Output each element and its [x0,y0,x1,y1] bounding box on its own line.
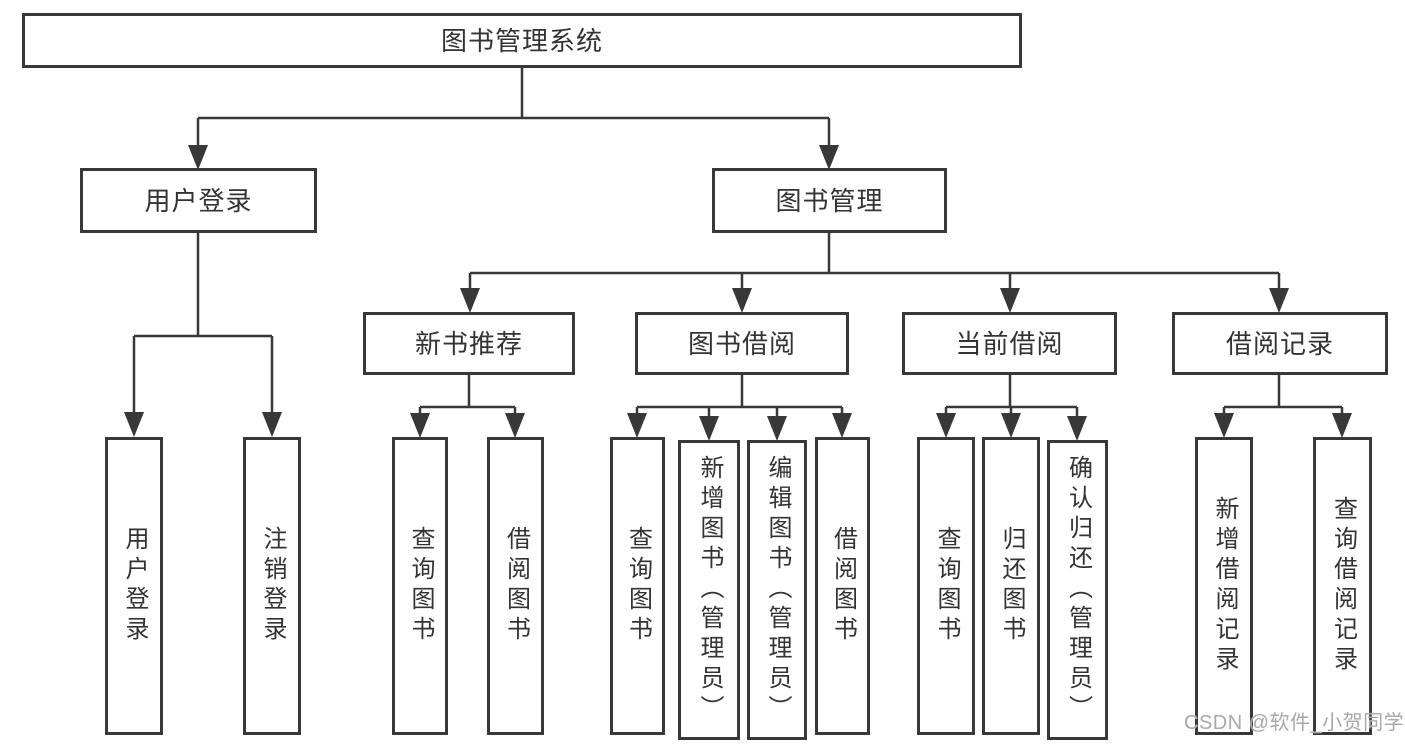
node-query-books-2: 查询图书 [610,437,665,735]
node-label: 图书借阅 [687,328,796,359]
node-label: 查询借阅记录 [1329,496,1357,676]
node-new-book-recommend: 新书推荐 [363,312,575,375]
arrowhead [832,413,852,438]
node-label: 新增图书（管理员） [696,455,723,725]
node-book-management: 图书管理 [712,168,947,233]
arrowhead [124,412,144,437]
node-logout-leaf: 注销登录 [243,437,301,735]
arrowhead [732,288,752,313]
arrowhead [1214,413,1234,438]
node-borrow-records: 借阅记录 [1172,312,1388,375]
arrowhead [767,416,787,441]
node-label: 用户登录 [144,185,253,216]
node-return-books: 归还图书 [982,437,1040,735]
node-label: 用户登录 [121,526,148,646]
csdn-watermark: CSDN @软件_小贺同学 [1184,712,1405,734]
arrowhead [410,413,430,438]
node-label: 借阅记录 [1225,328,1334,359]
connector-path [132,68,1344,437]
node-label: 借阅图书 [502,526,530,646]
arrowhead [262,412,282,437]
arrowhead [699,416,719,441]
arrowhead [936,413,956,438]
arrowhead [460,288,480,313]
node-borrow-books-1: 借阅图书 [487,437,544,735]
node-label: 当前借阅 [955,328,1064,359]
arrowhead [1067,416,1087,441]
node-label: 注销登录 [259,526,286,646]
node-query-books-3: 查询图书 [917,437,975,735]
arrowhead [1001,413,1021,438]
node-label: 图书管理系统 [440,25,603,56]
node-user-login-leaf: 用户登录 [105,437,163,735]
node-user-login-group: 用户登录 [80,168,317,233]
node-label: 编辑图书（管理员） [764,455,791,725]
arrowhead [188,145,208,170]
node-label: 查询图书 [407,526,434,646]
arrowhead [1269,288,1289,313]
node-borrow-books-2: 借阅图书 [815,437,870,735]
node-label: 确认归还（管理员） [1064,455,1092,725]
node-label: 图书管理 [775,185,884,216]
arrowhead [505,413,525,438]
node-label: 新书推荐 [414,328,523,359]
arrowhead [1000,288,1020,313]
node-confirm-return-admin: 确认归还（管理员） [1047,440,1108,740]
node-query-borrow-record: 查询借阅记录 [1313,437,1372,735]
node-current-borrow: 当前借阅 [902,312,1117,375]
node-library-system: 图书管理系统 [22,13,1022,68]
node-label: 查询图书 [624,526,652,646]
node-edit-books-admin: 编辑图书（管理员） [747,440,807,740]
arrowhead [1332,413,1352,438]
arrowhead [627,413,647,438]
node-label: 新增借阅记录 [1211,496,1238,676]
node-label: 查询图书 [933,526,960,646]
node-add-books-admin: 新增图书（管理员） [678,440,740,740]
arrowhead [819,145,839,170]
node-query-books-1: 查询图书 [392,437,448,735]
node-add-borrow-record: 新增借阅记录 [1195,437,1253,735]
node-label: 借阅图书 [829,526,857,646]
node-label: 归还图书 [998,526,1025,646]
node-book-borrow: 图书借阅 [635,312,849,375]
